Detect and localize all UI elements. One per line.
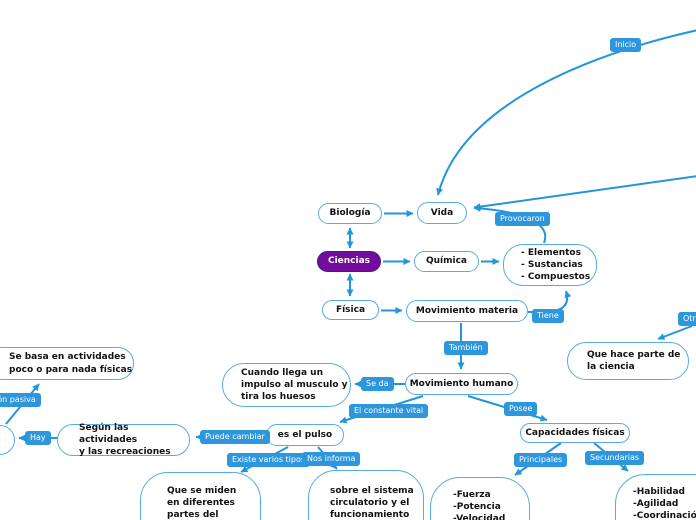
node-se-basa[interactable]: Se basa en actividades poco o para nada … [0,347,134,380]
edge-label-existe-varios-tipos[interactable]: Existe varios tipos [227,453,311,467]
edge-label-posee[interactable]: Posee [504,402,538,416]
node-movimiento-humano[interactable]: Movimiento humano [405,373,518,395]
edge-label-el-constante-vital[interactable]: El constante vital [349,404,429,418]
node-segun[interactable]: Según las actividades y las recreaciones [57,423,190,457]
edge-label-se-da[interactable]: Se da [361,377,394,391]
edge-label-tambien[interactable]: También [444,341,488,355]
edge-label-ion-pasiva[interactable]: ión pasiva [0,393,41,407]
node-que-hace-parte[interactable]: Que hace parte de la ciencia [567,342,689,380]
node-biologia[interactable]: Biología [318,203,382,224]
node-capacidades[interactable]: Capacidades físicas [520,423,630,443]
node-cuando-llega[interactable]: Cuando llega un impulso al musculo y tir… [222,363,351,407]
edge-label-puede-cambiar[interactable]: Puede cambiar [200,430,270,444]
node-elementos[interactable]: - Elementos - Sustancias - Compuestos [503,244,597,286]
edge-label-inicio[interactable]: Inicio [610,38,642,52]
edge-label-provocaron[interactable]: Provocaron [495,212,550,226]
node-principales-list[interactable]: -Fuerza -Potencia -Velocidad -Resistenci… [430,477,530,520]
node-quimica[interactable]: Química [414,251,479,272]
node-vida[interactable]: Vida [417,202,467,224]
edge-label-tiene[interactable]: Tiene [532,309,564,323]
node-es-el-pulso[interactable]: es el pulso [266,424,344,446]
edge-label-principales[interactable]: Principales [514,453,568,467]
node-que-se-miden[interactable]: Que se miden en diferentes partes del cu… [140,472,261,520]
node-movimiento-materia[interactable]: Movimiento materia [406,300,528,322]
edge-offscreen-vida [473,175,696,211]
node-secundarias-list[interactable]: -Habilidad -Agilidad -Coordinación -Flex… [615,474,696,520]
edge-inicio [436,29,696,196]
node-sobre-sistema[interactable]: sobre el sistema circulatorio y el funci… [308,470,424,520]
node-ciencias[interactable]: Ciencias [317,251,381,272]
edge-label-hay[interactable]: Hay [25,431,51,445]
node-fisica[interactable]: Física [322,300,379,320]
edge-label-nos-informa[interactable]: Nos informa [302,452,361,466]
edge-label-secundarias[interactable]: Secundarias [585,451,645,465]
edge-label-otra[interactable]: Otra [678,312,696,326]
edge-otra [657,325,693,340]
